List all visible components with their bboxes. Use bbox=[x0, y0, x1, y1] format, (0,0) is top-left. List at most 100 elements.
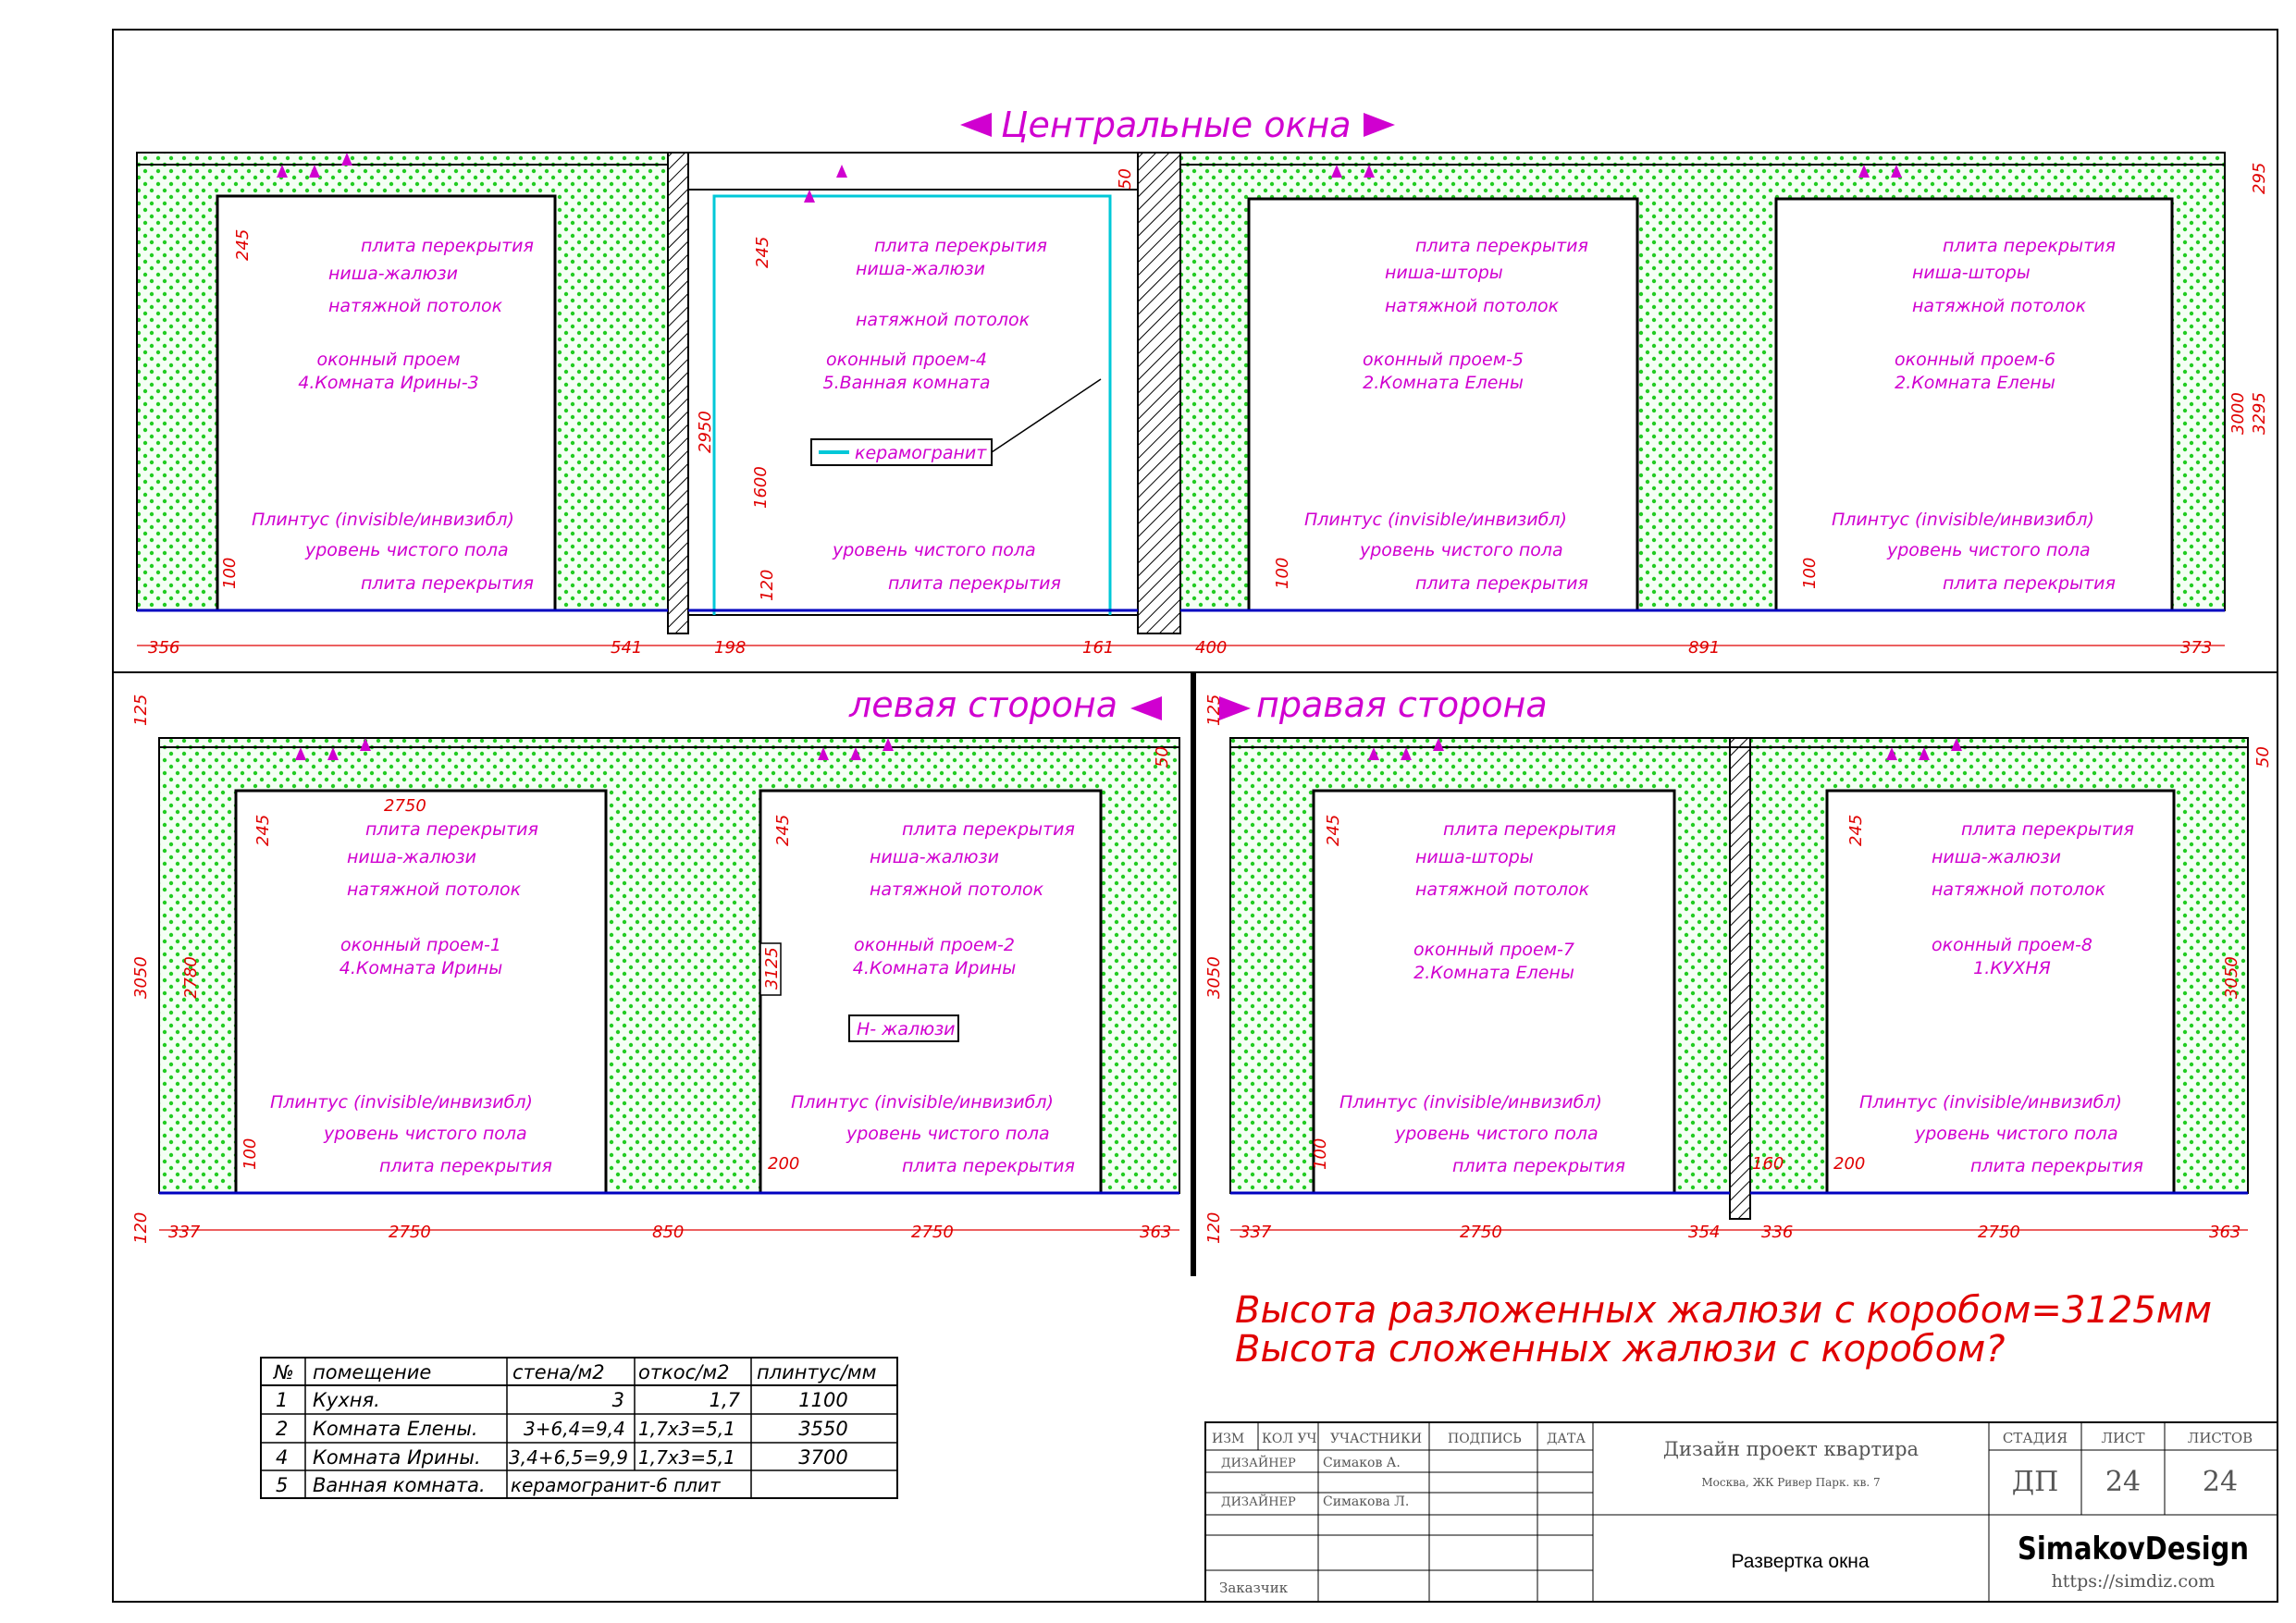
opening-room: 4.Комната Ирины-3 bbox=[298, 373, 478, 393]
section-title-right: правая сторона bbox=[1256, 684, 1548, 725]
tb-header: ДАТА bbox=[1547, 1432, 1586, 1446]
callout-niche: ниша-жалюзи bbox=[1932, 847, 2061, 867]
opening-label: оконный проем-2 bbox=[854, 935, 1015, 955]
section-title-central: Центральные окна bbox=[1001, 105, 1352, 145]
callout-slab: плита перекрытия bbox=[874, 236, 1047, 256]
h-blinds-label: Н- жалюзи bbox=[857, 1019, 956, 1039]
tb-header: ЛИСТ bbox=[2101, 1430, 2144, 1446]
callout-niche: ниша-шторы bbox=[1385, 263, 1503, 283]
callout-skirting: Плинтус (invisible/инвизибл) bbox=[1304, 510, 1567, 530]
arrow-icon bbox=[277, 165, 288, 178]
tb-sheet-title: Развертка окна bbox=[1731, 1551, 1869, 1572]
opening-room: 4.Комната Ирины bbox=[339, 958, 502, 978]
tb-role: ДИЗАЙНЕР bbox=[1221, 1455, 1296, 1470]
callout-skirting: Плинтус (invisible/инвизибл) bbox=[1832, 510, 2094, 530]
callout-floor: уровень чистого пола bbox=[1394, 1124, 1599, 1144]
dim-label: 100 bbox=[1800, 558, 1820, 589]
callout-niche: ниша-жалюзи bbox=[347, 847, 476, 867]
callout-slab: плита перекрытия bbox=[1943, 236, 2116, 256]
dim-label: 891 bbox=[1688, 638, 1720, 658]
column-a bbox=[667, 152, 689, 634]
dim-label: 245 bbox=[253, 815, 273, 846]
table-header: № bbox=[273, 1361, 294, 1383]
dim-label: 295 bbox=[2250, 163, 2269, 194]
dim-label: 245 bbox=[773, 815, 793, 846]
arrow-icon bbox=[1368, 747, 1379, 760]
tb-header: ПОДПИСЬ bbox=[1448, 1432, 1522, 1446]
arrow-icon bbox=[1919, 747, 1930, 760]
arrow-icon bbox=[341, 153, 352, 166]
dim-label: 100 bbox=[241, 1138, 260, 1170]
dim-label: 120 bbox=[1204, 1212, 1224, 1244]
callout-skirting: Плинтус (invisible/инвизибл) bbox=[1859, 1092, 2122, 1113]
dim-label: 3000 bbox=[2228, 392, 2248, 435]
opening-label: оконный проем-7 bbox=[1413, 940, 1574, 960]
dim-label: 337 bbox=[1240, 1223, 1272, 1242]
arrow-icon bbox=[1951, 738, 1962, 751]
dim-label: 363 bbox=[2209, 1223, 2240, 1242]
opening-label: оконный проем-1 bbox=[340, 935, 501, 955]
table-cell: 1,7x3=5,1 bbox=[638, 1418, 735, 1440]
opening-label: оконный проем-6 bbox=[1895, 350, 2055, 370]
dim-label: 125 bbox=[1204, 695, 1224, 726]
dim-label: 2750 bbox=[911, 1223, 954, 1242]
opening-room: 1.КУХНЯ bbox=[1973, 958, 2051, 978]
callout-ceiling: натяжной потолок bbox=[1932, 879, 2106, 900]
table-cell: 3 bbox=[612, 1389, 624, 1411]
note-line-1: Высота разложенных жалюзи с коробом=3125… bbox=[1235, 1289, 2212, 1332]
section-left: левая сторона оконный проем-1 4.Комната … bbox=[131, 684, 1180, 1244]
arrow-icon bbox=[309, 165, 320, 178]
dim-label: 50 bbox=[2253, 746, 2273, 768]
dim-label: 245 bbox=[753, 237, 772, 268]
callout-slab: плита перекрытия bbox=[1943, 573, 2116, 594]
dim-label: 50 bbox=[1153, 746, 1172, 768]
h-blinds-label-box bbox=[848, 1014, 959, 1042]
callout-ceiling: натяжной потолок bbox=[1912, 296, 2087, 316]
table-cell: 1100 bbox=[798, 1389, 847, 1411]
dim-label: 125 bbox=[131, 695, 151, 726]
callout-slab: плита перекрытия bbox=[1415, 573, 1588, 594]
dim-label: 336 bbox=[1761, 1223, 1793, 1242]
dim-label: 850 bbox=[652, 1223, 684, 1242]
opening-label: оконный проем-8 bbox=[1932, 935, 2092, 955]
tb-header: СТАДИЯ bbox=[2003, 1430, 2068, 1446]
column-b bbox=[1137, 152, 1181, 634]
dim-label: 245 bbox=[1324, 815, 1343, 846]
callout-slab: плита перекрытия bbox=[1452, 1156, 1625, 1176]
callout-floor: уровень чистого пола bbox=[304, 540, 509, 560]
arrow-icon bbox=[818, 747, 829, 760]
dim-label: 363 bbox=[1140, 1223, 1171, 1242]
right-triangle-icon bbox=[1219, 696, 1251, 720]
dim-label: 100 bbox=[220, 558, 240, 589]
brand-logo: SimakovDesign bbox=[2018, 1531, 2249, 1568]
arrow-icon bbox=[1433, 738, 1444, 751]
callout-slab: плита перекрытия bbox=[365, 819, 538, 840]
dim-label: 3125 bbox=[762, 947, 782, 990]
table-cell: 3700 bbox=[798, 1446, 847, 1469]
arrow-icon bbox=[360, 738, 371, 751]
porcelain-outline bbox=[712, 194, 1112, 615]
dim-label: 245 bbox=[233, 229, 253, 261]
dim-label: 50 bbox=[1116, 168, 1135, 190]
callout-slab: плита перекрытия bbox=[361, 236, 534, 256]
section-title-left: левая сторона bbox=[848, 684, 1117, 725]
callout-skirting: Плинтус (invisible/инвизибл) bbox=[791, 1092, 1054, 1113]
sheet-frame bbox=[112, 29, 2278, 1603]
arrow-icon bbox=[1891, 165, 1902, 178]
dim-label: 2750 bbox=[384, 796, 426, 816]
opening-room: 2.Комната Елены bbox=[1413, 963, 1574, 983]
table-cell: Комната Елены. bbox=[313, 1418, 478, 1440]
opening-room: 4.Комната Ирины bbox=[853, 958, 1016, 978]
dim-label: 3050 bbox=[131, 956, 151, 999]
dim-label: 354 bbox=[1688, 1223, 1720, 1242]
opening-room: 2.Комната Елены bbox=[1363, 373, 1524, 393]
opening-room: 5.Ванная комната bbox=[823, 373, 991, 393]
table-cell: 2 bbox=[276, 1418, 288, 1440]
callout-ceiling: натяжной потолок bbox=[328, 296, 503, 316]
table-cell: 5 bbox=[276, 1474, 288, 1496]
callout-floor: уровень чистого пола bbox=[1914, 1124, 2118, 1144]
callout-slab: плита перекрытия bbox=[1970, 1156, 2143, 1176]
dim-label: 198 bbox=[714, 638, 746, 658]
arrow-icon bbox=[1858, 165, 1870, 178]
arrow-icon bbox=[804, 190, 815, 203]
